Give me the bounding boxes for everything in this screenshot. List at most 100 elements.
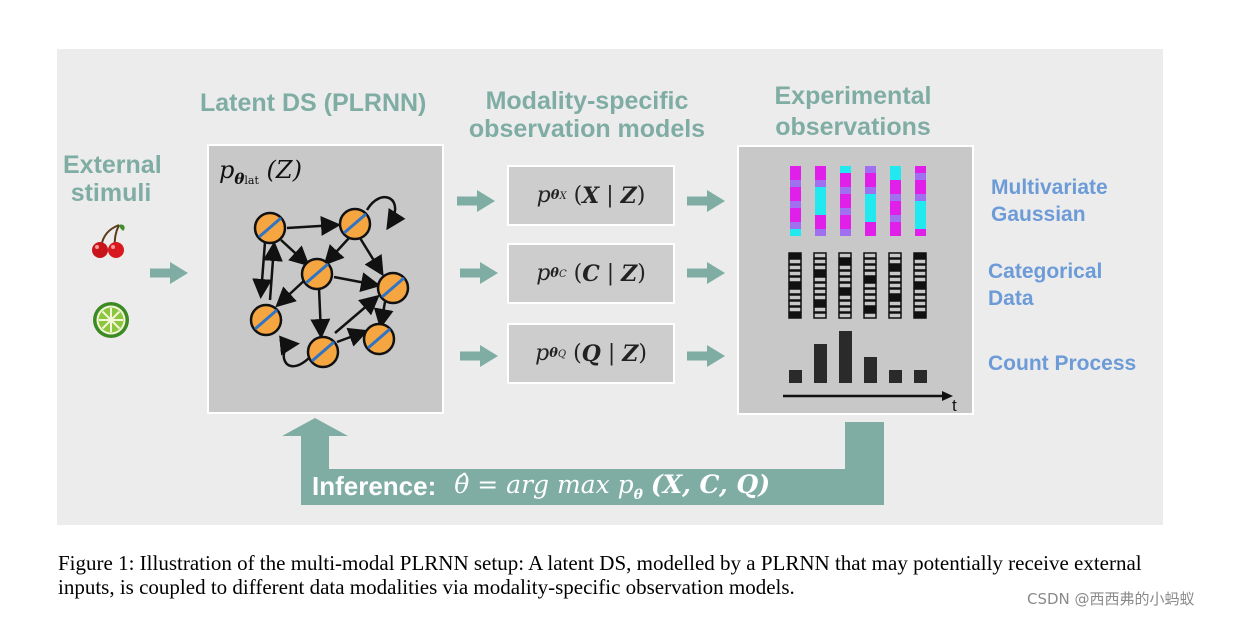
categorical-cell xyxy=(788,264,802,271)
label-categorical-line2: Data xyxy=(988,287,1034,310)
gaussian-cell xyxy=(915,180,926,187)
categorical-cell xyxy=(888,282,902,289)
gaussian-cell xyxy=(815,208,826,215)
edge-n1-n4 xyxy=(252,241,273,299)
gaussian-cell xyxy=(840,208,851,215)
categorical-cell xyxy=(888,294,902,301)
gaussian-cell xyxy=(890,229,901,236)
inference-formula-main: θ̂ = arg max p xyxy=(454,469,634,499)
categorical-cell xyxy=(863,258,877,265)
gaussian-cell xyxy=(915,187,926,194)
categorical-cell xyxy=(788,306,802,313)
gaussian-cell xyxy=(865,187,876,194)
node-n4 xyxy=(249,303,283,337)
gaussian-cell xyxy=(840,201,851,208)
count-bar xyxy=(789,370,802,383)
latent-formula-theta: θ xyxy=(234,169,245,188)
time-axis-arrowhead xyxy=(942,391,953,401)
categorical-cell xyxy=(838,276,852,283)
model-q-close: ) xyxy=(638,341,647,366)
label-gaussian-line1: Multivariate xyxy=(991,176,1108,199)
gaussian-cell xyxy=(865,166,876,173)
latent-formula-lat: lat xyxy=(244,173,259,187)
inference-formula-args: (X, C, Q) xyxy=(650,469,771,499)
observations-graphic: t xyxy=(783,166,957,413)
categorical-cell xyxy=(888,276,902,283)
model-c-close: ) xyxy=(637,261,646,286)
model-c-var: C xyxy=(582,260,600,287)
inference-formula-theta: θ xyxy=(633,486,643,503)
heading-modality-line2: observation models xyxy=(468,115,706,143)
gaussian-cell xyxy=(840,194,851,201)
latent-formula-arg: (Z) xyxy=(266,156,302,184)
categorical-cell xyxy=(838,294,852,301)
gaussian-cell xyxy=(790,166,801,173)
categorical-cell xyxy=(813,294,827,301)
categorical-cell xyxy=(863,312,877,319)
model-c-open: ( xyxy=(573,261,583,286)
edge-n6-n5 xyxy=(334,294,380,334)
model-c-p: p xyxy=(536,261,551,286)
model-x-p: p xyxy=(536,183,551,208)
categorical-cell xyxy=(913,264,927,271)
gaussian-cell xyxy=(890,194,901,201)
gaussian-cell xyxy=(890,180,901,187)
count-bar xyxy=(864,357,877,383)
categorical-cell xyxy=(888,300,902,307)
label-count-process: Count Process xyxy=(988,352,1137,375)
gaussian-cell xyxy=(815,180,826,187)
gaussian-cell xyxy=(865,222,876,229)
categorical-cell xyxy=(813,258,827,265)
categorical-cell xyxy=(788,258,802,265)
gaussian-cell xyxy=(890,201,901,208)
gaussian-cell xyxy=(915,215,926,222)
edge-n5-n7 xyxy=(373,301,394,329)
gaussian-cell xyxy=(790,208,801,215)
lime-slice-icon xyxy=(93,302,129,338)
categorical-cell xyxy=(813,300,827,307)
model-q-var: Q xyxy=(581,340,601,367)
latent-formula: pθlat (Z) xyxy=(219,156,302,188)
categorical-cell xyxy=(788,312,802,319)
model-x-bar: | xyxy=(606,183,614,208)
arrow-to-model-x xyxy=(457,190,495,212)
edge-n3-n6 xyxy=(310,287,331,339)
edge-n2-n5 xyxy=(358,237,384,277)
time-axis-label: t xyxy=(952,396,957,413)
gaussian-cell xyxy=(915,222,926,229)
gaussian-cell xyxy=(890,166,901,173)
categorical-cell xyxy=(888,270,902,277)
gaussian-cell xyxy=(915,208,926,215)
gaussian-cell xyxy=(865,229,876,236)
count-bar xyxy=(814,344,827,383)
edge-n2-n3 xyxy=(323,237,350,266)
categorical-cell xyxy=(913,282,927,289)
arrow-to-model-c xyxy=(460,262,498,284)
edge-n1-n2 xyxy=(286,215,341,236)
node-n6 xyxy=(306,335,340,369)
gaussian-cell xyxy=(790,180,801,187)
heading-experimental-line2: observations xyxy=(775,113,931,141)
categorical-cell xyxy=(888,252,902,259)
node-n2 xyxy=(338,207,372,241)
inference-label: Inference: xyxy=(312,470,437,501)
categorical-cell xyxy=(863,270,877,277)
categorical-cell xyxy=(888,264,902,271)
categorical-cell xyxy=(788,276,802,283)
categorical-cell xyxy=(838,264,852,271)
plrnn-graph xyxy=(249,195,410,369)
categorical-cell xyxy=(838,282,852,289)
categorical-cell xyxy=(863,288,877,295)
figure-caption: Figure 1: Illustration of the multi-moda… xyxy=(58,551,1142,599)
gaussian-cell xyxy=(840,215,851,222)
gaussian-cell xyxy=(815,222,826,229)
categorical-cell xyxy=(913,288,927,295)
label-gaussian-line2: Gaussian xyxy=(991,203,1086,226)
node-n5 xyxy=(376,271,410,305)
model-q-sub: Q xyxy=(557,349,567,360)
categorical-cell xyxy=(813,288,827,295)
gaussian-cell xyxy=(865,201,876,208)
categorical-cell xyxy=(813,264,827,271)
